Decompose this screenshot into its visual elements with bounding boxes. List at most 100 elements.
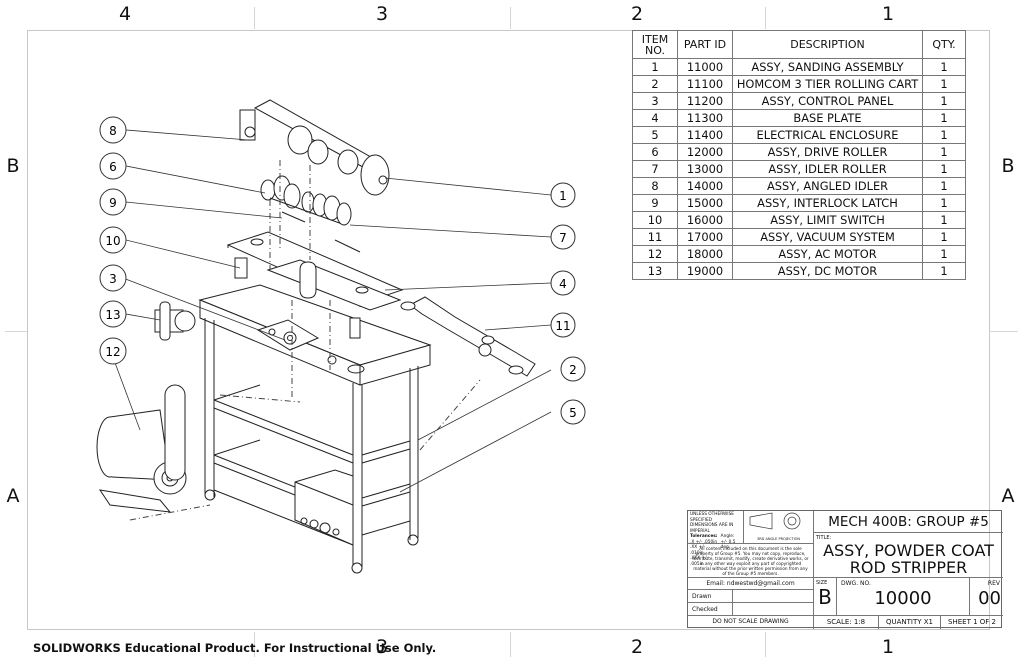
svg-text:4: 4 [559, 277, 567, 291]
bom-cell-part: 11300 [677, 109, 733, 127]
svg-text:13: 13 [105, 308, 120, 322]
bom-cell-item: 3 [632, 92, 678, 110]
zone-divider [765, 632, 766, 657]
balloon-5[interactable]: 5 [560, 399, 586, 425]
sheet-cell: SHEET 1 OF 2 [948, 618, 996, 626]
angle-label: Angle: [720, 534, 735, 539]
bom-cell-qty: 1 [922, 194, 966, 212]
bom-cell-desc: HOMCOM 3 TIER ROLLING CART [732, 75, 923, 93]
svg-text:1: 1 [559, 189, 567, 203]
dwg-no-value: 10000 [874, 588, 932, 609]
svg-text:10: 10 [105, 234, 120, 248]
bom-cell-item: 9 [632, 194, 678, 212]
tolerance-label: Tolerances: [690, 534, 718, 539]
zone-divider [510, 632, 511, 657]
bom-cell-desc: BASE PLATE [732, 109, 923, 127]
svg-text:2: 2 [569, 363, 577, 377]
bom-cell-qty: 1 [922, 245, 966, 263]
svg-text:3: 3 [109, 272, 117, 286]
bom-cell-part: 15000 [677, 194, 733, 212]
no-scale-note: DO NOT SCALE DRAWING [688, 616, 814, 629]
svg-text:9: 9 [109, 196, 117, 210]
balloon-9[interactable]: 9 [99, 188, 127, 216]
bom-cell-qty: 1 [922, 58, 966, 76]
bom-cell-item: 10 [632, 211, 678, 229]
bom-cell-qty: 1 [922, 143, 966, 161]
bom-cell-part: 19000 [677, 262, 733, 280]
bom-cell-desc: ASSY, IDLER ROLLER [732, 160, 923, 178]
bom-cell-desc: ASSY, DC MOTOR [732, 262, 923, 280]
balloon-4[interactable]: 4 [550, 270, 576, 296]
company-name: MECH 400B: GROUP #5 [814, 511, 1003, 533]
zone-bottom-1: 1 [881, 636, 895, 658]
drive-roller [260, 175, 346, 226]
copyright-note: All content included on this document is… [688, 544, 814, 578]
rev-cell: REV 00 [970, 578, 1003, 616]
bom-cell-part: 13000 [677, 160, 733, 178]
bom-cell-part: 11200 [677, 92, 733, 110]
bom-cell-item: 4 [632, 109, 678, 127]
bom-cell-part: 18000 [677, 245, 733, 263]
drawn-label: Drawn [692, 593, 712, 600]
zone-divider [5, 331, 27, 332]
balloon-6[interactable]: 6 [99, 152, 127, 180]
bom-cell-part: 12000 [677, 143, 733, 161]
tolerance-value: .XXX +/- .005in [690, 556, 709, 567]
balloon-8[interactable]: 8 [99, 116, 127, 144]
bom-header-qty: QTY. [922, 30, 966, 59]
scale-cell: SCALE: 1:8 [814, 616, 879, 629]
tolerance-value: .XX +/- .010in [690, 545, 706, 556]
title-block: UNLESS OTHERWISE SPECIFIED DIMENSIONS AR… [687, 510, 1003, 629]
balloon-12[interactable]: 12 [99, 337, 127, 365]
bom-cell-qty: 1 [922, 177, 966, 195]
svg-text:6: 6 [109, 160, 117, 174]
zone-top-3: 3 [375, 3, 389, 25]
balloon-11[interactable]: 11 [550, 312, 576, 338]
checked-label: Checked [692, 606, 718, 613]
bom-cell-desc: ASSY, DRIVE ROLLER [732, 143, 923, 161]
balloon-7[interactable]: 7 [550, 224, 576, 250]
zone-side-a-right: A [1001, 485, 1015, 507]
tolerance-value: .X +/- .050in [690, 539, 718, 545]
bom-cell-qty: 1 [922, 262, 966, 280]
dwg-no-label: DWG. NO. [841, 580, 871, 587]
bom-cell-qty: 1 [922, 211, 966, 229]
size-cell: SIZE B [814, 578, 837, 616]
balloon-10[interactable]: 10 [99, 226, 127, 254]
vacuum-system [400, 296, 536, 377]
bom-header-item: ITEM NO. [632, 30, 678, 59]
bom-cell-item: 6 [632, 143, 678, 161]
bom-cell-desc: ASSY, INTERLOCK LATCH [732, 194, 923, 212]
drawn-row: Drawn [688, 590, 814, 603]
bom-cell-qty: 1 [922, 160, 966, 178]
limit-switch [234, 257, 361, 339]
balloon-2[interactable]: 2 [560, 356, 586, 382]
bom-cell-item: 5 [632, 126, 678, 144]
dwg-no-cell: DWG. NO. 10000 [837, 578, 970, 616]
bom-cell-part: 17000 [677, 228, 733, 246]
projection-symbol: 3RD ANGLE PROJECTION [744, 511, 814, 544]
balloon-13[interactable]: 13 [99, 300, 127, 328]
bom-cell-desc: ASSY, ANGLED IDLER [732, 177, 923, 195]
bom-cell-desc: ASSY, VACUUM SYSTEM [732, 228, 923, 246]
idler-roller [312, 193, 352, 226]
tolerance-notes: UNLESS OTHERWISE SPECIFIED DIMENSIONS AR… [688, 511, 744, 567]
title-line-1: ASSY, POWDER COAT [823, 541, 994, 560]
bom-cell-item: 7 [632, 160, 678, 178]
email: Email: ndwestwd@gmail.com [688, 578, 814, 590]
drawing-border [27, 30, 990, 630]
balloon-3[interactable]: 3 [99, 264, 127, 292]
zone-divider [254, 632, 255, 657]
balloon-1[interactable]: 1 [550, 182, 576, 208]
bom-cell-desc: ASSY, AC MOTOR [732, 245, 923, 263]
third-angle-projection-icon [749, 512, 801, 530]
